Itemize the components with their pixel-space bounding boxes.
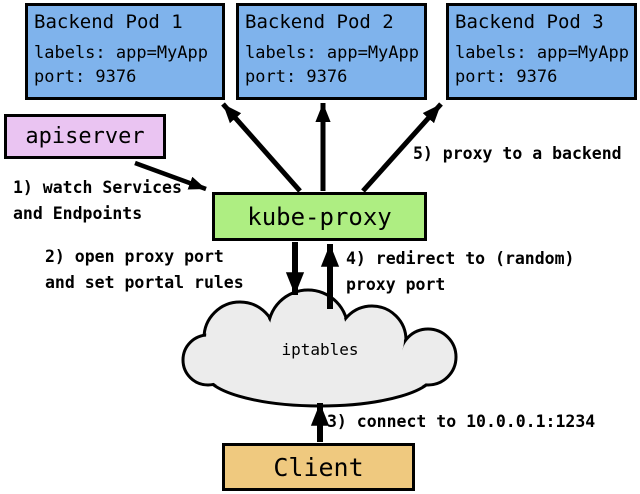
step-1-line-2: and Endpoints — [13, 204, 143, 223]
step-2-label: 2) open proxy port and set portal rules — [45, 244, 244, 296]
step-5-label: 5) proxy to a backend — [413, 144, 622, 163]
step-1-label: 1) watch Services and Endpoints — [13, 175, 182, 227]
arrow-apiserver-to-kubeproxy — [134, 160, 207, 192]
step-4-line-1: 4) redirect to (random) — [346, 249, 575, 268]
step-2-line-1: 2) open proxy port — [45, 247, 224, 266]
arrow-kubeproxy-to-pod1 — [221, 102, 302, 193]
apiserver-label: apiserver — [25, 124, 145, 149]
iptables-label: iptables — [281, 340, 359, 359]
backend-pod-3-box: Backend Pod 3 labels: app=MyApp port: 93… — [446, 3, 637, 100]
pod-labels-line: labels: app=MyApp — [34, 43, 208, 63]
client-box: Client — [222, 443, 415, 491]
pod-title: Backend Pod 3 — [455, 11, 604, 33]
step-1-line-1: 1) watch Services — [13, 178, 182, 197]
pod-port-line: port: 9376 — [455, 67, 558, 87]
pod-title: Backend Pod 1 — [34, 11, 183, 33]
kube-proxy-label: kube-proxy — [247, 202, 392, 231]
step-4-label: 4) redirect to (random) proxy port — [346, 246, 574, 298]
pod-labels-line: labels: app=MyApp — [455, 43, 629, 63]
pod-labels-line: labels: app=MyApp — [245, 43, 419, 63]
step-3-label: 3) connect to 10.0.0.1:1234 — [327, 412, 596, 431]
iptables-cloud — [181, 288, 458, 408]
arrow-kubeproxy-to-pod3 — [361, 102, 443, 193]
backend-pod-2-box: Backend Pod 2 labels: app=MyApp port: 93… — [236, 3, 427, 100]
backend-pod-1-box: Backend Pod 1 labels: app=MyApp port: 93… — [25, 3, 225, 100]
client-label: Client — [273, 452, 364, 482]
pod-title: Backend Pod 2 — [245, 11, 394, 33]
step-2-line-2: and set portal rules — [45, 273, 244, 292]
apiserver-box: apiserver — [4, 114, 166, 159]
step-4-line-2: proxy port — [346, 275, 446, 294]
kube-proxy-box: kube-proxy — [212, 192, 427, 241]
pod-port-line: port: 9376 — [34, 67, 137, 87]
pod-port-line: port: 9376 — [245, 67, 348, 87]
